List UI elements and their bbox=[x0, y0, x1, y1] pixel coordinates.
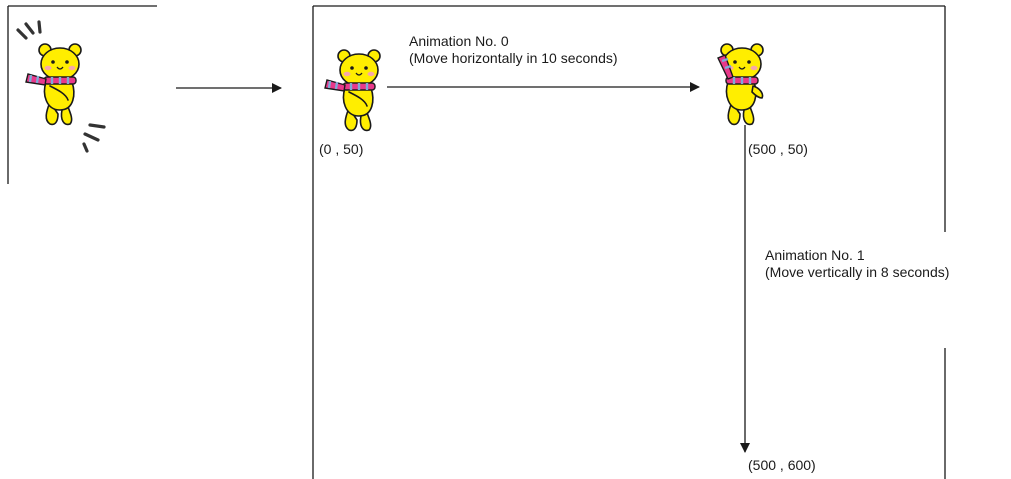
bear-mascot-icon bbox=[323, 48, 382, 132]
animation-1-description: (Move vertically in 8 seconds) bbox=[765, 264, 950, 280]
screen-frame bbox=[312, 5, 946, 479]
animation-0-title: Animation No. 0 bbox=[409, 33, 509, 49]
start-coordinate-label: (0 , 50) bbox=[319, 141, 364, 157]
animation-1-title: Animation No. 1 bbox=[765, 247, 865, 263]
bear-mascot-icon bbox=[24, 42, 83, 126]
end-coordinate-label: (500 , 600) bbox=[748, 457, 816, 473]
sparkle-lines-icon bbox=[16, 20, 106, 153]
animation-0-label: Animation No. 0 (Move horizontally in 10… bbox=[409, 33, 618, 67]
middle-coordinate-label: (500 , 50) bbox=[748, 141, 808, 157]
left-screen-frame bbox=[7, 5, 157, 184]
animation-0-description: (Move horizontally in 10 seconds) bbox=[409, 50, 618, 66]
animation-1-label: Animation No. 1 (Move vertically in 8 se… bbox=[765, 247, 949, 281]
bear-mascot-icon bbox=[716, 42, 765, 126]
